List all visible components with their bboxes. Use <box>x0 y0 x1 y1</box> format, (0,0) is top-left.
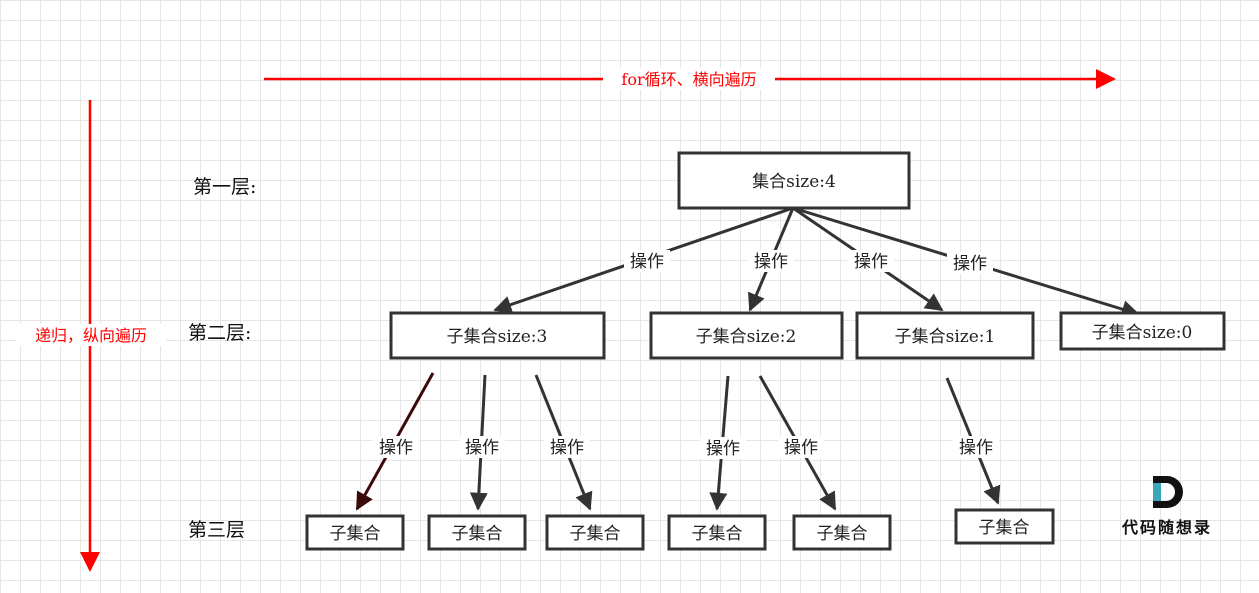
edge-labels: 操作 操作 操作 操作 操作 操作 操作 操作 操作 操作 <box>373 250 999 459</box>
leaf-node: 子集合 <box>305 514 405 551</box>
leaf-node-label: 子集合 <box>979 518 1030 538</box>
horizontal-traversal-arrow: for循环、横向遍历 <box>264 68 1116 90</box>
level-2-node: 子集合size:0 <box>1059 311 1226 351</box>
edges-level-1 <box>493 206 1140 318</box>
level-3-label: 第三层 <box>188 519 245 541</box>
edge-label: 操作 <box>953 254 987 274</box>
root-node-label: 集合size:4 <box>752 172 836 192</box>
edge-label: 操作 <box>854 252 888 272</box>
vertical-traversal-label: 递归，纵向遍历 <box>35 326 147 345</box>
leaf-node-label: 子集合 <box>692 524 743 544</box>
d-logo-icon <box>1153 476 1183 508</box>
level-2-node-label: 子集合size:2 <box>696 327 797 347</box>
edge-label: 操作 <box>465 438 499 458</box>
leaf-node: 子集合 <box>427 514 527 551</box>
level-1-label: 第一层: <box>193 176 256 198</box>
edge-label: 操作 <box>784 438 818 458</box>
brand-logo: 代码随想录 <box>1121 476 1212 537</box>
edge-label: 操作 <box>754 252 788 272</box>
level-2-node-label: 子集合size:0 <box>1092 323 1193 343</box>
horizontal-traversal-label: for循环、横向遍历 <box>621 70 756 89</box>
edges-level-2 <box>355 372 1001 511</box>
vertical-traversal-arrow: 递归，纵向遍历 <box>16 100 166 572</box>
edge-label: 操作 <box>550 438 584 458</box>
edge-label: 操作 <box>379 438 413 458</box>
leaf-node-label: 子集合 <box>817 524 868 544</box>
leaf-node-label: 子集合 <box>452 524 503 544</box>
edge-label: 操作 <box>706 439 740 459</box>
level-2-node: 子集合size:1 <box>855 311 1035 360</box>
leaf-node: 子集合 <box>667 514 767 551</box>
level-2-node-label: 子集合size:1 <box>895 327 996 347</box>
level-2-node: 子集合size:3 <box>389 311 606 360</box>
brand-name: 代码随想录 <box>1121 518 1212 537</box>
level-2-node-label: 子集合size:3 <box>447 327 548 347</box>
level-2-label: 第二层: <box>188 322 251 344</box>
leaf-node: 子集合 <box>545 514 645 551</box>
leaf-node-label: 子集合 <box>570 524 621 544</box>
leaf-node-label: 子集合 <box>330 524 381 544</box>
level-2-node: 子集合size:2 <box>649 311 844 360</box>
edge-label: 操作 <box>959 438 993 458</box>
leaf-node: 子集合 <box>954 508 1055 545</box>
edge-label: 操作 <box>630 252 664 272</box>
root-node: 集合size:4 <box>677 151 911 210</box>
leaf-node: 子集合 <box>792 514 892 551</box>
